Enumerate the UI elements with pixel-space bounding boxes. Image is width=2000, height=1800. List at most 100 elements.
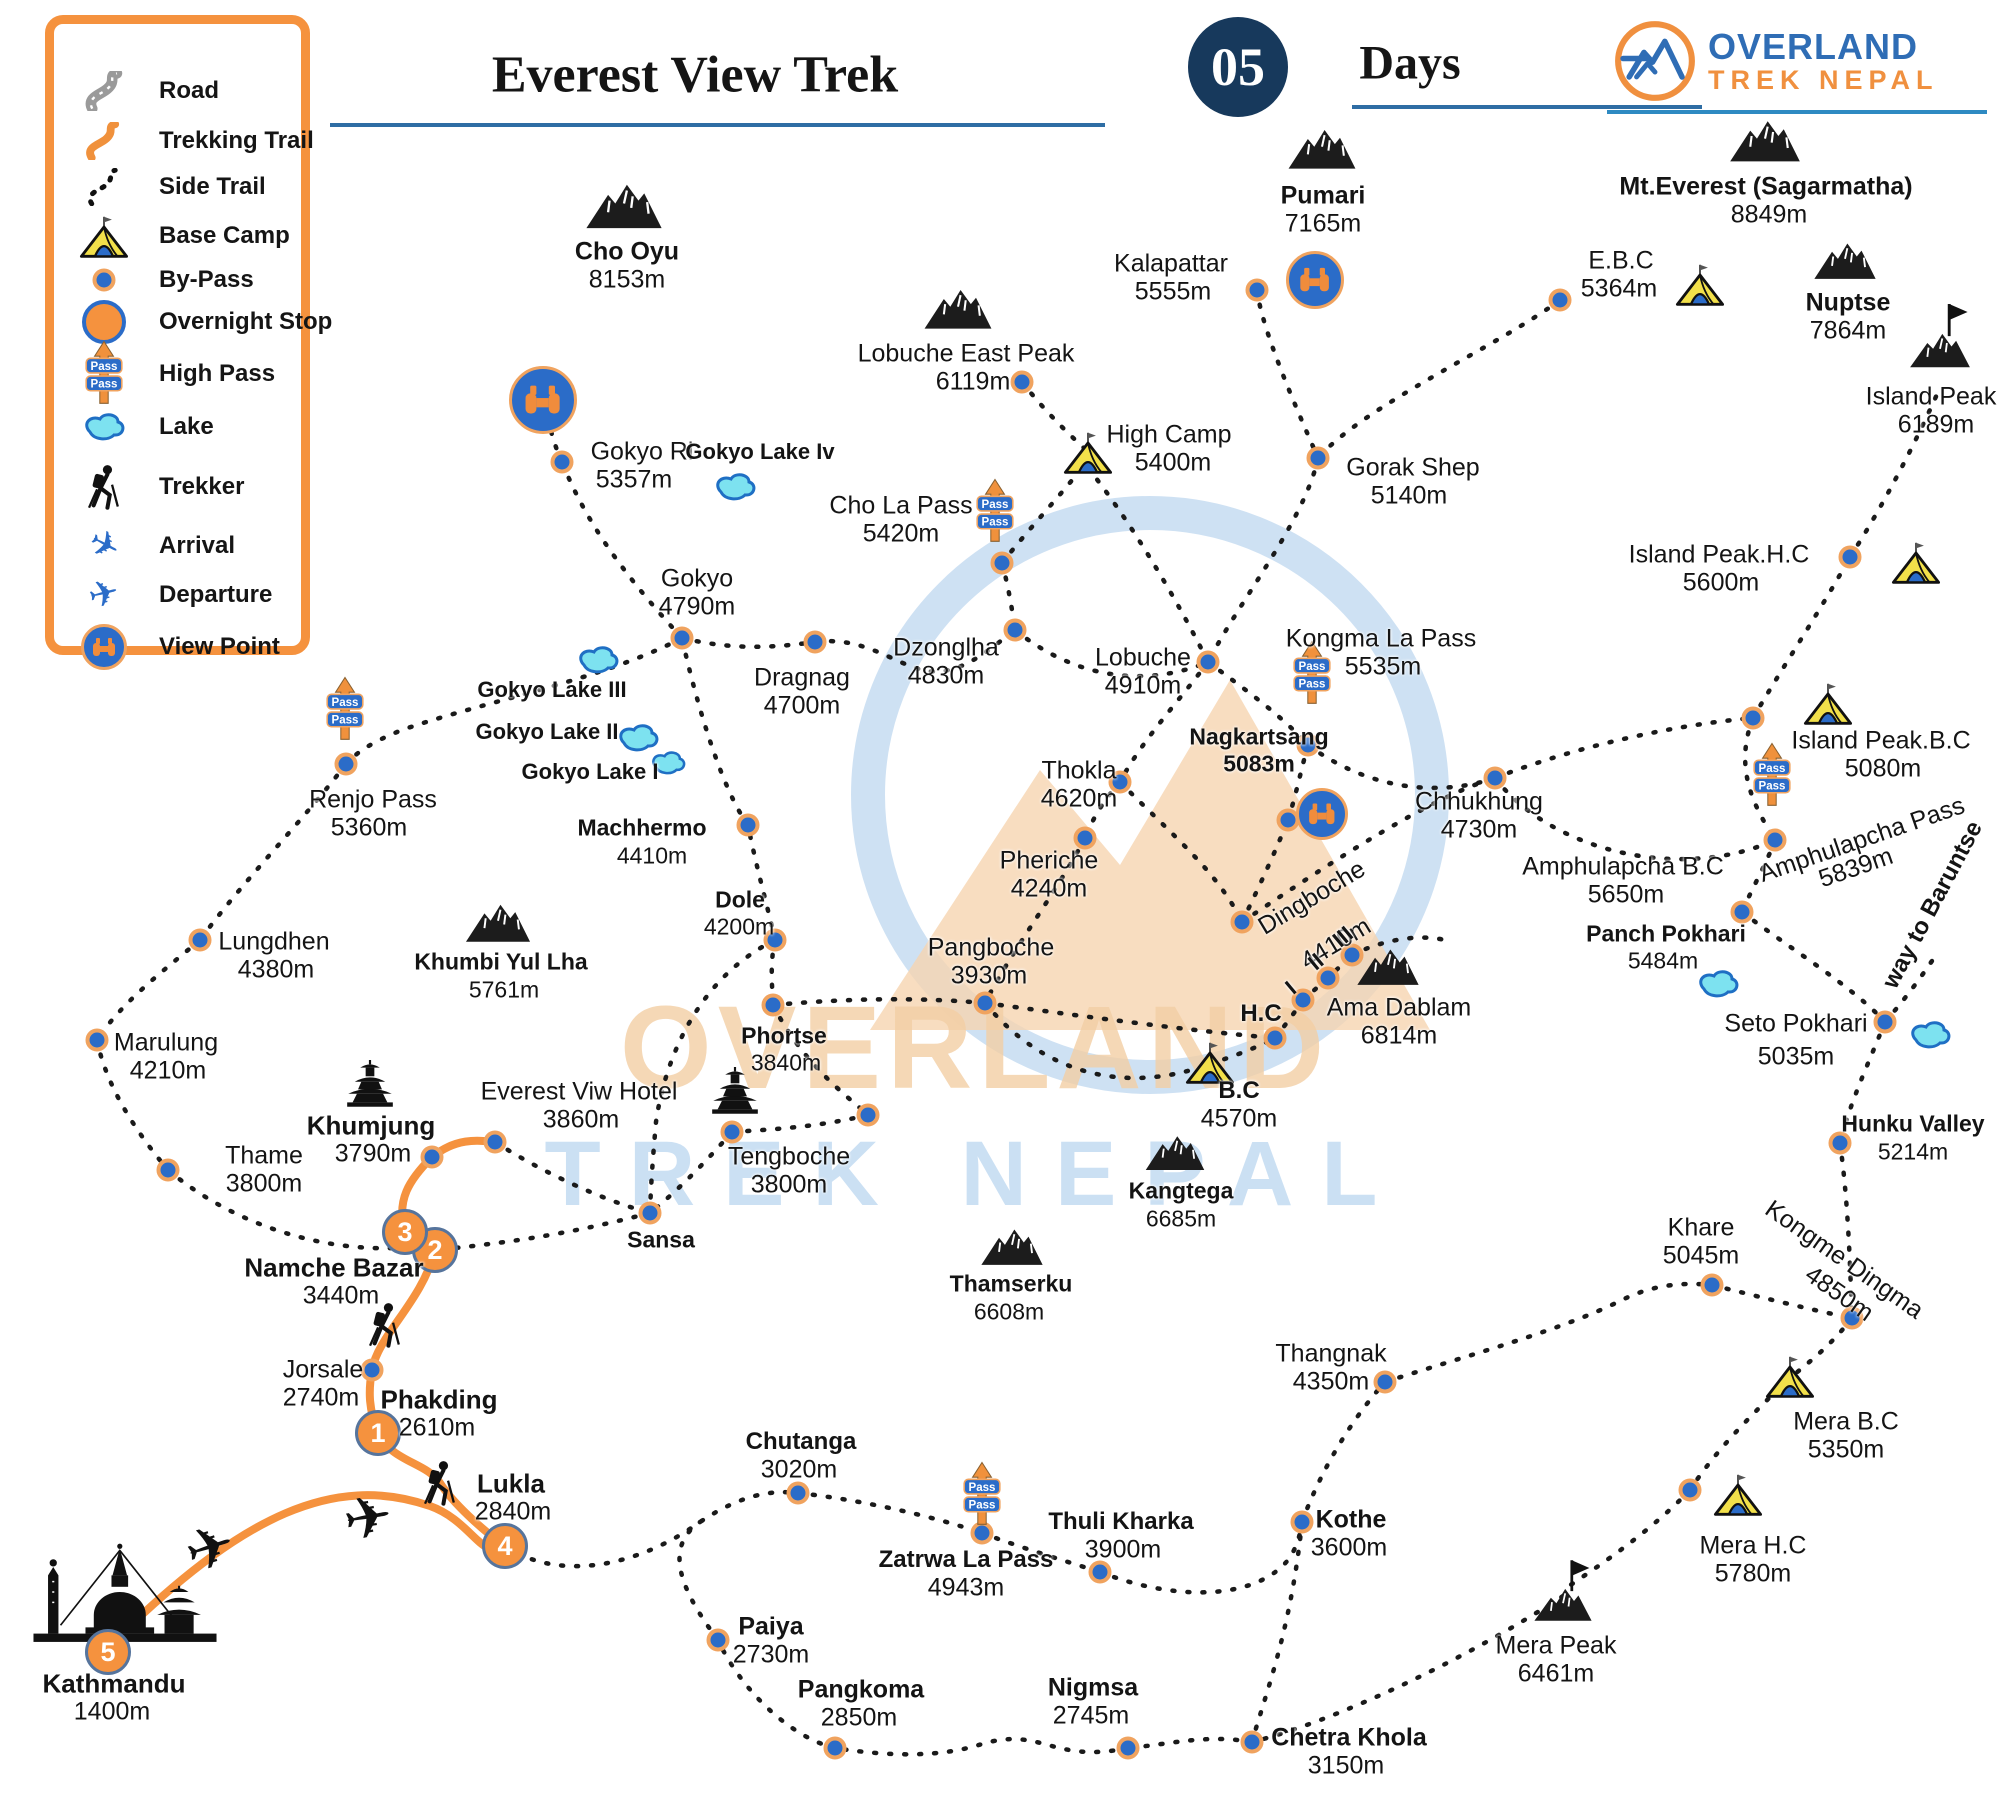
- map-label-4410m: 4410m: [616, 842, 688, 869]
- map-label-lobuche-east-peak: Lobuche East Peak: [857, 339, 1075, 368]
- by-pass-dot: [360, 1358, 384, 1382]
- by-pass-dot: [1340, 943, 1364, 967]
- by-pass-dot: [856, 1103, 880, 1127]
- by-pass-dot: [483, 1130, 507, 1154]
- by-pass-dot: [638, 1201, 662, 1225]
- map-label-5761m: 5761m: [468, 976, 540, 1003]
- pass-sign-text: Pass: [332, 715, 359, 727]
- map-label-5400m: 5400m: [1134, 448, 1212, 477]
- by-pass-dot: [1700, 1273, 1724, 1297]
- map-label-jorsale: Jorsale: [282, 1355, 364, 1384]
- map-label-khare: Khare: [1667, 1213, 1735, 1242]
- map-label-kangtega: Kangtega: [1128, 1177, 1234, 1204]
- map-label-8849m: 8849m: [1730, 200, 1808, 229]
- trekker-icon: [365, 1302, 405, 1348]
- side-trail: [1739, 909, 1888, 1025]
- lake-icon: [1694, 967, 1742, 1001]
- map-label-phortse: Phortse: [741, 1022, 827, 1049]
- map-label-everest-viw-hotel: Everest Viw Hotel: [480, 1077, 678, 1106]
- lake-icon: [614, 721, 662, 755]
- by-pass-dot: [1296, 733, 1320, 757]
- legend-label-view-point: View Point: [159, 633, 280, 660]
- side-trail: [492, 1139, 653, 1216]
- logo-mountain-icon: [1612, 18, 1698, 104]
- map-label-4830m: 4830m: [907, 661, 985, 690]
- map-label-tengboche: Tengboche: [727, 1142, 851, 1171]
- pass-sign-text: Pass: [332, 697, 359, 709]
- map-label-nuptse: Nuptse: [1805, 288, 1891, 317]
- mountain-icon: [1728, 117, 1803, 163]
- by-pass-dot: [1840, 1306, 1864, 1330]
- pass-sign-text: Pass: [91, 379, 118, 391]
- pass-sign-text: Pass: [969, 1482, 996, 1494]
- view-point-icon: [1296, 788, 1348, 840]
- by-pass-dot: [1373, 1370, 1397, 1394]
- map-label-2745m: 2745m: [1052, 1701, 1130, 1730]
- side-trail: [729, 1112, 871, 1135]
- side-trail: [982, 1000, 1278, 1041]
- by-pass-dot: [1196, 650, 1220, 674]
- map-label-pheriche: Pheriche: [999, 846, 1099, 875]
- logo-text-line1: OVERLAND: [1708, 25, 1919, 67]
- lake-glyph: [85, 413, 125, 441]
- pass-sign-text: Pass: [982, 499, 1009, 511]
- by-pass-dot: [156, 1158, 180, 1182]
- by-pass-dot: [1316, 966, 1340, 990]
- map-label-island-peak-h-c: Island Peak.H.C: [1628, 540, 1810, 569]
- pass-signpost-glyph: Pass Pass: [963, 1461, 1001, 1525]
- map-label-khumbi-yul-lha: Khumbi Yul Lha: [414, 948, 588, 975]
- pass-signpost-glyph: Pass Pass: [326, 676, 364, 740]
- binoculars-glyph: [93, 638, 115, 656]
- lake-icon: [1906, 1018, 1954, 1052]
- map-label-6119m: 6119m: [935, 367, 1011, 396]
- map-label-3600m: 3600m: [1310, 1533, 1388, 1562]
- map-label-6461m: 6461m: [1517, 1659, 1595, 1688]
- by-pass-dot: [1263, 1026, 1287, 1050]
- map-label-4943m: 4943m: [927, 1573, 1005, 1602]
- pass-sign-text: Pass: [1299, 661, 1326, 673]
- overnight-day-number: 3: [397, 1216, 413, 1247]
- map-label-5420m: 5420m: [862, 519, 940, 548]
- lake-icon: [648, 749, 689, 778]
- by-pass-dot: [973, 991, 997, 1015]
- map-label-3790m: 3790m: [334, 1139, 412, 1168]
- side-trail: [1349, 935, 1455, 958]
- view-point-icon: [1286, 251, 1344, 309]
- map-label-5214m: 5214m: [1877, 1138, 1949, 1165]
- by-pass-dot: [736, 813, 760, 837]
- map-label-renjo-pass: Renjo Pass: [309, 785, 437, 814]
- mountain-icon: [922, 286, 994, 330]
- map-label-2850m: 2850m: [820, 1703, 898, 1732]
- map-label-3020m: 3020m: [760, 1455, 838, 1484]
- pass-signpost-glyph: Pass Pass: [1293, 640, 1331, 704]
- map-label-3860m: 3860m: [542, 1105, 620, 1134]
- summit-flag-mountain-glyph: [1534, 1560, 1592, 1621]
- side-trail: [677, 1519, 721, 1643]
- by-pass-dot: [1116, 1736, 1140, 1760]
- map-label-mera-peak: Mera Peak: [1495, 1631, 1617, 1660]
- legend-label-road: Road: [159, 77, 219, 104]
- mountain-glyph: [981, 1229, 1043, 1265]
- legend-label-side-trail: Side Trail: [159, 173, 266, 200]
- map-label-island-peak: Island Peak: [1865, 382, 1997, 411]
- side-trail: [434, 1210, 653, 1253]
- by-pass-dot: [823, 1736, 847, 1760]
- peak-flag-icon: [1530, 1558, 1596, 1622]
- by-pass-dot: [1763, 828, 1787, 852]
- by-pass-dot: [1291, 988, 1315, 1012]
- legend-label-trekking-trail: Trekking Trail: [159, 127, 314, 154]
- mountain-glyph: [465, 904, 531, 942]
- by-pass-dot: [761, 993, 785, 1017]
- base-camp-icon: [1764, 1353, 1816, 1399]
- map-label-hunku-valley: Hunku Valley: [1841, 1110, 1985, 1137]
- legend-trail-icon: [83, 122, 125, 160]
- legend-dot-icon: [92, 268, 116, 292]
- pass-sign-text: Pass: [1299, 679, 1326, 691]
- days-underline: [1352, 105, 1702, 109]
- title-underline: [330, 123, 1105, 127]
- binoculars-glyph: [1300, 268, 1330, 292]
- map-label-2840m: 2840m: [474, 1497, 552, 1526]
- tent-glyph: [79, 216, 129, 258]
- mountain-glyph: [1814, 243, 1876, 279]
- legend-pass-icon: Pass Pass: [82, 340, 126, 408]
